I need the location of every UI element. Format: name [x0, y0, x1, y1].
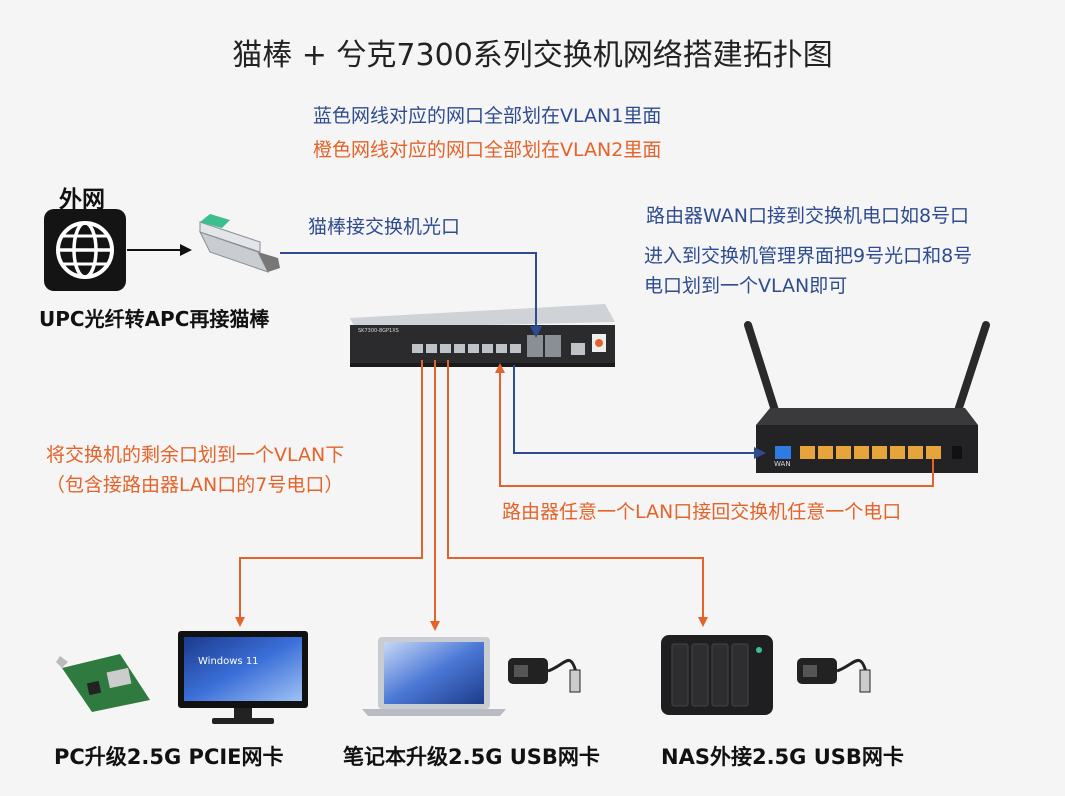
switch-model: SK7300-8GP1XS — [358, 328, 399, 334]
router-wan-note: 路由器WAN口接到交换机电口如8号口 — [646, 205, 970, 227]
pcie-card-icon — [56, 654, 150, 712]
sfp-module-icon — [199, 214, 280, 273]
router-vlan-note-1: 进入到交换机管理界面把9号光口和8号 — [644, 245, 973, 267]
pc-caption: PC升级2.5G PCIE网卡 — [54, 745, 284, 769]
vlan2-note-line1: 将交换机的剩余口划到一个VLAN下 — [46, 444, 345, 466]
usb-adapter-icon — [797, 658, 871, 693]
laptop-caption: 笔记本升级2.5G USB网卡 — [343, 745, 600, 769]
orange-cable-pc — [235, 360, 423, 627]
monitor-screen-text: Windows 11 — [198, 656, 259, 667]
nas-icon — [661, 635, 773, 715]
blue-cable-catstick — [280, 252, 542, 338]
router-vlan-note-2: 电口划到一个VLAN即可 — [644, 275, 848, 297]
blue-cable-router-wan — [513, 365, 766, 459]
nas-caption: NAS外接2.5G USB网卡 — [661, 745, 904, 769]
blue-vlan-note: 蓝色网线对应的网口全部划在VLAN1里面 — [313, 105, 662, 127]
usb-adapter-icon — [508, 658, 581, 693]
internet-globe-icon — [44, 209, 126, 291]
sfp-caption: UPC光纤转APC再接猫棒 — [39, 307, 270, 331]
monitor-icon — [178, 631, 308, 724]
vlan2-note-line2: （包含接路由器LAN口的7号电口） — [46, 474, 344, 496]
router-lan-note: 路由器任意一个LAN口接回交换机任意一个电口 — [502, 501, 902, 523]
orange-cable-router-lan — [495, 363, 934, 487]
page-title: 猫棒 + 兮克7300系列交换机网络搭建拓扑图 — [232, 38, 833, 73]
router-wan-label: WAN — [774, 460, 791, 468]
switch-icon — [350, 304, 615, 367]
orange-cable-nas — [447, 360, 708, 627]
orange-vlan-note: 橙色网线对应的网口全部划在VLAN2里面 — [313, 139, 662, 161]
internet-label: 外网 — [59, 187, 105, 213]
laptop-icon — [362, 637, 506, 716]
router-icon — [744, 321, 990, 473]
sfp-note: 猫棒接交换机光口 — [308, 216, 461, 238]
